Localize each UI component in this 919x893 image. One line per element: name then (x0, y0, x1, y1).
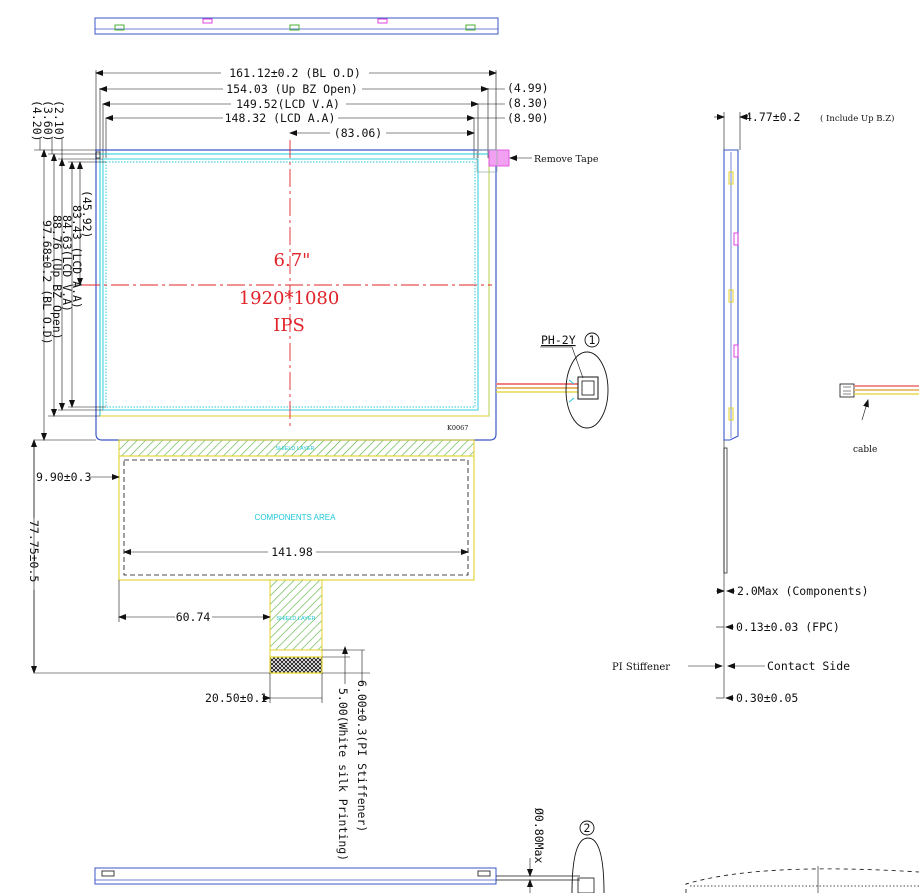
shield-label-top: SHIELD LAYER (275, 446, 314, 452)
fpc: SHIELD LAYER COMPONENTS AREA 141.98 SHIE… (27, 439, 475, 861)
panel-type-label: IPS (273, 315, 305, 336)
top-edge-view (94, 17, 499, 35)
lcd-panel: Remove Tape 6.7" 1920*1080 IPS K0067 (82, 140, 599, 441)
bottom-edge-view: Ø0.80Max 2 (94, 808, 919, 893)
dim-fpc-77-75: 77.75±0.5 (27, 520, 41, 582)
dim-fpc-141-98: 141.98 (271, 545, 313, 559)
bottom-diameter: Ø0.80Max (532, 808, 546, 863)
dim-center-83-06: (83.06) (334, 126, 382, 140)
panel-code-label: K0067 (447, 424, 468, 432)
dim-left-97-68: 97.68±0.2 (BL O.D) (40, 220, 54, 345)
left-dimensions: (4.20) (3.60) (2.10) (45.92) 83.43 (LCD … (30, 100, 106, 441)
dim-left-84-63: 84.63(LCD V.A) (60, 215, 74, 312)
dim-left-45-92: (45.92) (80, 190, 94, 238)
side-thickness: 4.77±0.2 (745, 110, 800, 124)
dim-pi-stiffener: 6.00±0.3(PI Stiffener) (355, 680, 369, 832)
remove-tape-label: Remove Tape (534, 154, 599, 165)
cable-main: PH-2Y 1 (496, 332, 609, 429)
panel-resolution-label: 1920*1080 (239, 288, 340, 309)
pi-stiffener-label: PI Stiffener (612, 662, 670, 673)
cable-label: cable (853, 445, 877, 455)
dim-up-bz-open-width: 154.03 (Up BZ Open) (226, 82, 358, 96)
side-view: 4.77±0.2 ( Include Up B.Z) cable 2.0Max … (612, 110, 919, 705)
dim-fpc-60-74: 60.74 (176, 610, 211, 624)
dim-lcd-aa-width: 148.32 (LCD A.A) (225, 111, 336, 125)
dim-lcd-va-width: 149.52(LCD V.A) (236, 97, 340, 111)
dim-fpc-20-50: 20.50±0.1 (205, 691, 267, 705)
dim-offset-8-30: (8.30) (507, 96, 549, 110)
dim-offset-8-90: (8.90) (507, 111, 549, 125)
connector-label: PH-2Y (541, 333, 576, 347)
side-thickness-note: ( Include Up B.Z) (820, 113, 894, 124)
dim-left-2-10: (2.10) (52, 100, 66, 142)
side-stiffener-thickness: 0.30±0.05 (736, 691, 798, 705)
dim-bl-od-width: 161.12±0.2 (BL O.D) (229, 66, 361, 80)
top-dimensions: 161.12±0.2 (BL O.D) 154.03 (Up BZ Open) … (95, 66, 549, 158)
shield-label-tail: SHIELD LAYER (276, 616, 315, 622)
dim-white-silk: 5.00(White silk Printing) (336, 688, 350, 861)
components-area-label: COMPONENTS AREA (255, 513, 337, 522)
bottom-index: 2 (584, 821, 591, 835)
dim-left-3-60: (3.60) (41, 100, 55, 142)
dim-offset-4-99: (4.99) (507, 81, 549, 95)
dim-left-88-76: 88.76 (Up BZ Open) (50, 215, 64, 340)
connector-index: 1 (589, 333, 596, 347)
dim-fpc-9-90: 9.90±0.3 (36, 470, 91, 484)
side-fpc-thickness: 0.13±0.03 (FPC) (736, 620, 840, 634)
contact-side-label: Contact Side (767, 659, 850, 673)
side-components-max: 2.0Max (Components) (737, 584, 869, 598)
panel-size-label: 6.7" (274, 250, 311, 271)
dim-left-83-43: 83.43 (LCD A.A) (70, 205, 84, 309)
dim-left-4-20: (4.20) (30, 100, 44, 142)
